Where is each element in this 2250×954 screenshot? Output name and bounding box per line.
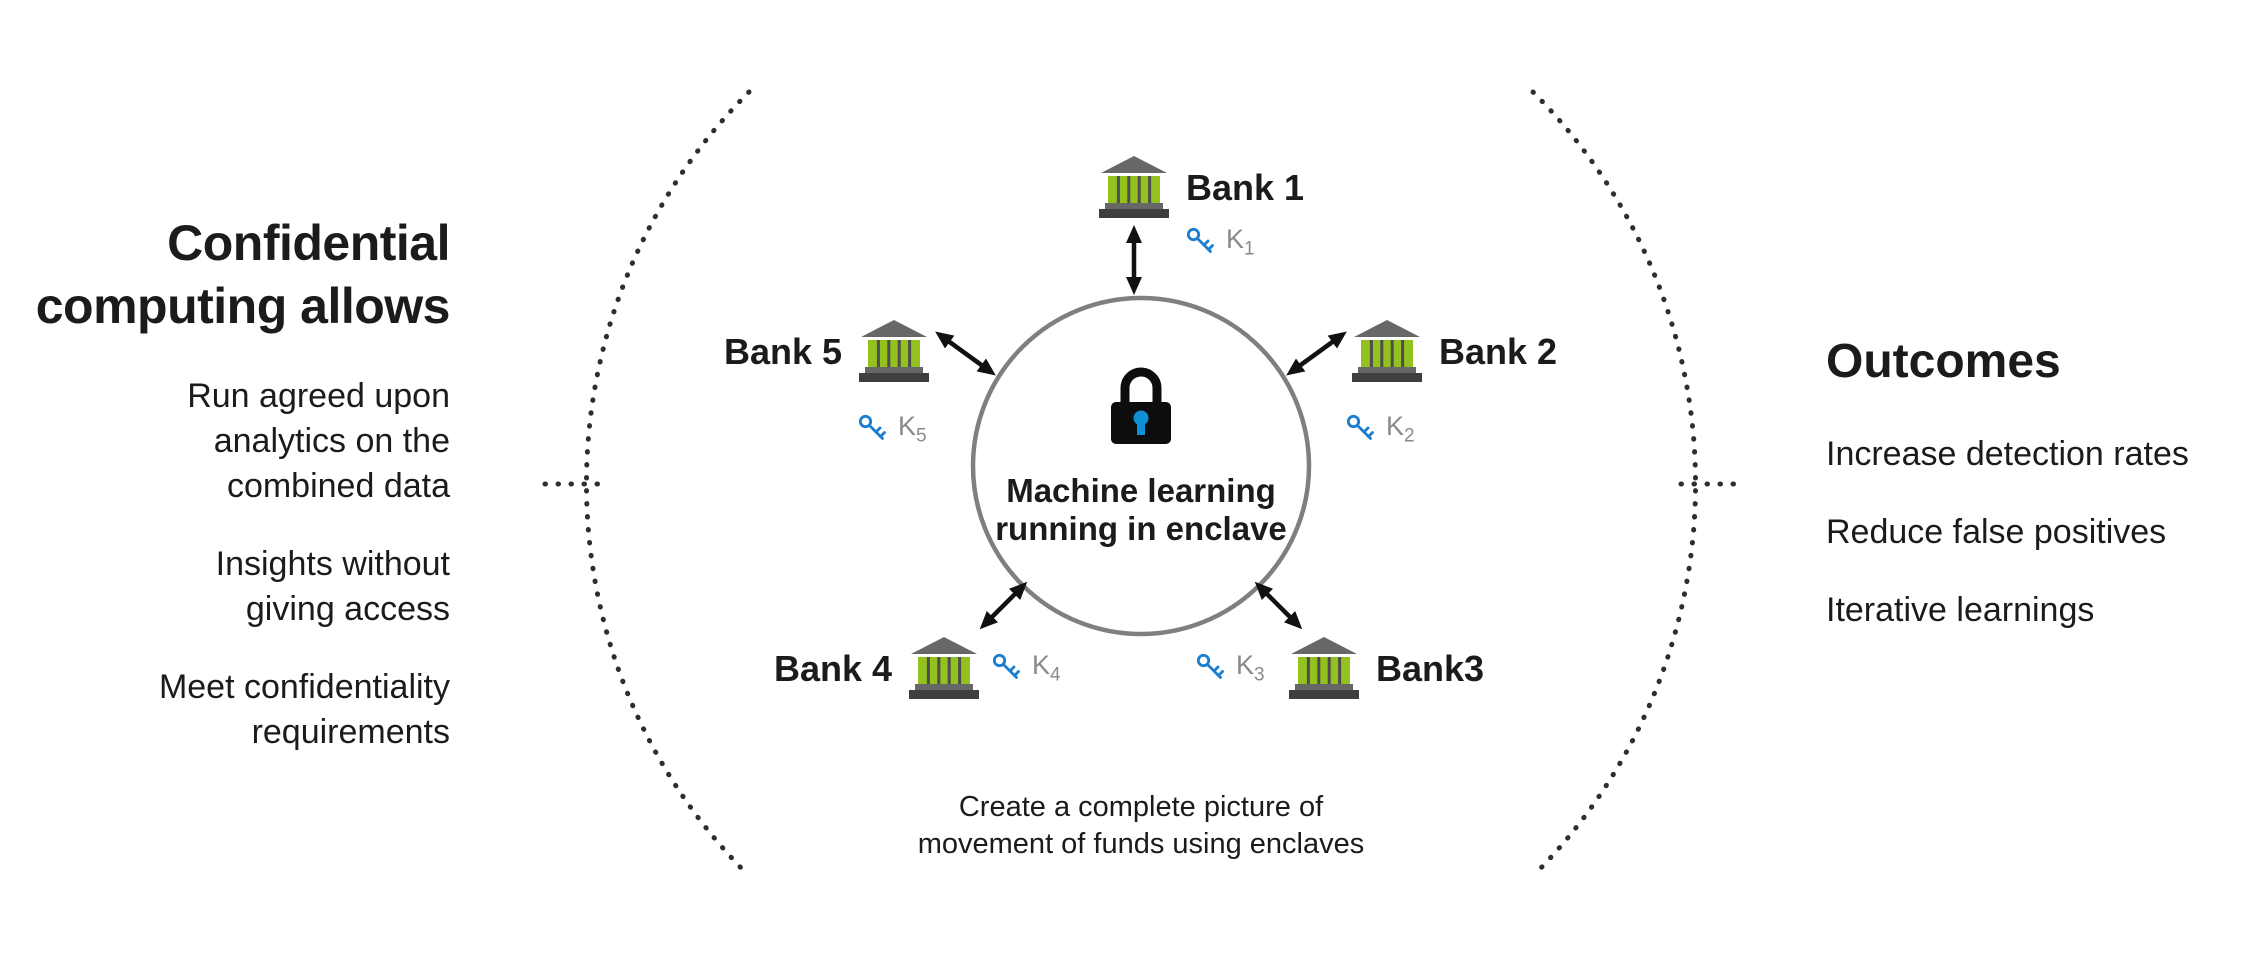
dotted-arc-right [1530,89,1698,879]
left-panel: Confidential computing allows Run agreed… [30,212,451,788]
left-item-insights: Insights without giving access [215,545,450,628]
bank-5-key: K5 [857,410,927,447]
bank-3-label: Bank3 [1376,648,1485,689]
bank-1-group: Bank 1 [1098,156,1304,220]
arrow-bank4-enclave [979,581,1028,630]
left-heading: Confidential computing allows [30,212,451,338]
outcome-false-positives: Reduce false positives [1826,513,2167,551]
lock-icon [1111,367,1171,444]
caption-line1: Create a complete picture of [958,791,1324,823]
bank-4-key: K4 [991,649,1061,686]
bank-2-group: Bank 2 [1351,320,1557,384]
left-heading-line1: Confidential [167,215,450,271]
arrow-bank5-enclave [935,331,996,376]
bank-2-key: K2 [1345,410,1415,447]
bank-icon [1288,637,1360,701]
bank-icon [1351,320,1423,384]
right-panel: Outcomes Increase detection rates Reduce… [1826,334,2189,667]
enclave-label-line1: Machine learning [1006,472,1276,509]
outcome-detection-rates: Increase detection rates [1826,435,2189,473]
left-items: Run agreed upon analytics on the combine… [30,374,450,755]
caption: Create a complete picture of movement of… [791,789,1491,863]
enclave-label: Machine learning running in enclave [941,472,1341,548]
outcome-iterative-learnings: Iterative learnings [1826,591,2095,629]
caption-line2: movement of funds using enclaves [917,828,1365,860]
bank-1-key: K1 [1185,223,1255,260]
bank-4-key-label: K4 [1032,649,1061,686]
bank-icon [858,320,930,384]
bank-5-label: Bank 5 [724,331,843,372]
key-icon [1345,413,1377,445]
key-icon [857,413,889,445]
bank-3-group: Bank3 [1288,637,1484,701]
bank-4-label: Bank 4 [774,648,893,689]
dotted-arc-left [584,89,752,879]
bank-icon [908,637,980,701]
left-item-analytics: Run agreed upon analytics on the combine… [187,377,450,505]
bank-1-key-label: K1 [1226,223,1255,260]
left-heading-line2: computing allows [35,278,451,334]
bank-2-label: Bank 2 [1439,331,1558,372]
bank-3-key: K3 [1195,649,1265,686]
left-item-confidentiality: Meet confidentiality requirements [158,668,450,751]
enclave-circle [970,295,1312,637]
bank-1-label: Bank 1 [1186,167,1305,208]
bank-5-group: Bank 5 [724,320,930,384]
bank-icon [1098,156,1170,220]
enclave-label-line2: running in enclave [995,510,1287,547]
bank-5-key-label: K5 [898,410,927,447]
bank-4-group: Bank 4 [774,637,980,701]
outcomes-heading: Outcomes [1826,335,2061,388]
bank-2-key-label: K2 [1386,410,1415,447]
key-icon [1185,226,1217,258]
key-icon [991,652,1023,684]
arrow-bank3-enclave [1254,581,1303,630]
arrow-bank2-enclave [1286,331,1347,376]
bank-3-key-label: K3 [1236,649,1265,686]
key-icon [1195,652,1227,684]
